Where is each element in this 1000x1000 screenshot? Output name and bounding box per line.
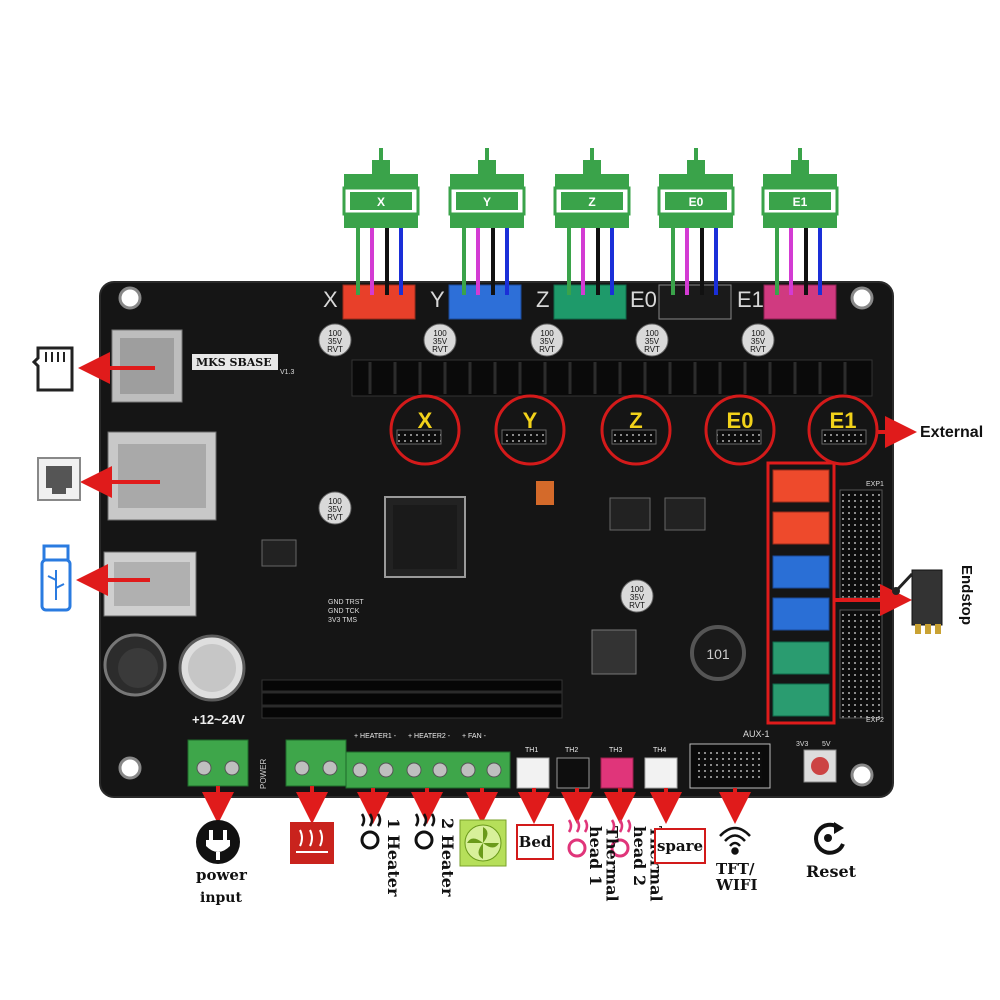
svg-text:E0: E0 bbox=[630, 287, 657, 312]
svg-text:+ HEATER1 -: + HEATER1 - bbox=[354, 733, 397, 740]
svg-text:35V: 35V bbox=[645, 337, 660, 346]
exp2-label: EXP2 bbox=[866, 717, 884, 724]
endstop-group-box bbox=[766, 461, 836, 725]
stepper-motor-e1: E1 bbox=[761, 148, 839, 295]
svg-text:35V: 35V bbox=[751, 337, 766, 346]
svg-text:3V3 TMS: 3V3 TMS bbox=[328, 617, 357, 624]
svg-text:35V: 35V bbox=[433, 337, 448, 346]
svg-text:RVT: RVT bbox=[539, 345, 555, 354]
external-label: External bbox=[920, 424, 984, 441]
sd-card-icon bbox=[31, 346, 74, 392]
wifi-icon bbox=[719, 826, 751, 855]
tft-wifi-label-2: WIFI bbox=[716, 876, 758, 894]
aux-label: AUX-1 bbox=[743, 729, 770, 739]
svg-text:35V: 35V bbox=[630, 593, 645, 602]
svg-text:3V3: 3V3 bbox=[796, 741, 809, 748]
circle-label-y: Y bbox=[523, 408, 538, 433]
svg-text:E1: E1 bbox=[737, 287, 764, 312]
svg-text:TH4: TH4 bbox=[653, 747, 666, 754]
thermistor-connectors: TH1 TH2 TH3 TH4 bbox=[516, 747, 678, 789]
bed-label: Bed bbox=[516, 824, 554, 860]
motor-e0-label: E0 bbox=[689, 195, 704, 209]
axis-silk: X Y Z E0 E1 bbox=[323, 287, 764, 312]
driver-circles: X Y Z E0 E1 bbox=[389, 394, 879, 466]
svg-text:35V: 35V bbox=[328, 505, 343, 514]
svg-text:TH1: TH1 bbox=[525, 747, 538, 754]
exp1-label: EXP1 bbox=[866, 481, 884, 488]
power-silk: +12~24V bbox=[192, 712, 245, 727]
bed-terminal bbox=[285, 739, 347, 787]
svg-text:100: 100 bbox=[751, 329, 765, 338]
circle-label-z: Z bbox=[629, 408, 642, 433]
svg-text:RVT: RVT bbox=[644, 345, 660, 354]
reset-label: Reset bbox=[806, 862, 857, 881]
circle-label-x: X bbox=[418, 408, 433, 433]
board-name: MKS SBASE bbox=[196, 356, 272, 369]
heater2-label: 2 Heater bbox=[437, 818, 457, 897]
heated-bed-icon bbox=[290, 822, 334, 864]
svg-text:RVT: RVT bbox=[629, 601, 645, 610]
stepper-motor-e0: E0 bbox=[657, 148, 735, 295]
svg-text:+ HEATER2 -: + HEATER2 - bbox=[408, 733, 451, 740]
endstop-connectors bbox=[772, 469, 830, 717]
circle-label-e0: E0 bbox=[727, 408, 754, 433]
svg-text:GND TRST: GND TRST bbox=[328, 599, 364, 606]
stepper-headers bbox=[396, 429, 867, 445]
svg-text:TH3: TH3 bbox=[609, 747, 622, 754]
svg-text:POWER: POWER bbox=[259, 759, 268, 789]
svg-text:RVT: RVT bbox=[750, 345, 766, 354]
fan-icon bbox=[459, 819, 507, 867]
svg-text:5V: 5V bbox=[822, 741, 831, 748]
board-version: V1.3 bbox=[280, 369, 295, 376]
thermistor-icon bbox=[567, 819, 632, 858]
svg-text:35V: 35V bbox=[540, 337, 555, 346]
svg-text:35V: 35V bbox=[328, 337, 343, 346]
circle-label-e1: E1 bbox=[830, 408, 857, 433]
spare-label: spare bbox=[654, 828, 706, 864]
svg-text:100: 100 bbox=[433, 329, 447, 338]
heater-fan-terminal bbox=[345, 751, 511, 789]
svg-text:RVT: RVT bbox=[432, 345, 448, 354]
svg-text:RVT: RVT bbox=[327, 345, 343, 354]
svg-text:100: 100 bbox=[328, 497, 342, 506]
motor-z-label: Z bbox=[588, 195, 595, 209]
svg-text:100: 100 bbox=[328, 329, 342, 338]
jtag-silk: GND TRST GND TCK 3V3 TMS bbox=[328, 599, 364, 624]
callout-arrows bbox=[76, 352, 917, 824]
pcb-board: MKS SBASE V1.3 1 bbox=[99, 281, 894, 798]
heater1-label: 1 Heater bbox=[383, 818, 403, 897]
stepper-motor-z: Z bbox=[553, 148, 631, 295]
heater-icon bbox=[360, 813, 436, 850]
power-input-label-2: input bbox=[200, 890, 242, 906]
usb-icon bbox=[40, 544, 72, 612]
power-input-label-1: power bbox=[196, 866, 247, 884]
svg-text:X: X bbox=[323, 287, 338, 312]
svg-text:100: 100 bbox=[630, 585, 644, 594]
svg-text:GND TCK: GND TCK bbox=[328, 608, 360, 615]
stepper-motor-y: Y bbox=[448, 148, 526, 295]
inductor-label: 101 bbox=[706, 646, 730, 662]
motor-x-label: X bbox=[377, 195, 385, 209]
reset-icon bbox=[814, 822, 845, 855]
ethernet-port-icon bbox=[37, 457, 81, 501]
motor-y-label: Y bbox=[483, 195, 491, 209]
svg-text:Y: Y bbox=[430, 287, 445, 312]
limit-switch-icon bbox=[892, 569, 943, 634]
tft-wifi-label-1: TFT/ bbox=[716, 860, 755, 878]
power-plug-icon bbox=[196, 820, 240, 864]
svg-text:100: 100 bbox=[540, 329, 554, 338]
motor-e1-label: E1 bbox=[793, 195, 808, 209]
power-terminal bbox=[187, 739, 249, 787]
svg-text:+ FAN -: + FAN - bbox=[462, 733, 487, 740]
svg-text:Z: Z bbox=[536, 287, 549, 312]
svg-text:100: 100 bbox=[645, 329, 659, 338]
svg-text:RVT: RVT bbox=[327, 513, 343, 522]
svg-text:TH2: TH2 bbox=[565, 747, 578, 754]
stepper-motor-x: X bbox=[342, 148, 420, 295]
endstop-label: Endstop bbox=[957, 565, 975, 625]
